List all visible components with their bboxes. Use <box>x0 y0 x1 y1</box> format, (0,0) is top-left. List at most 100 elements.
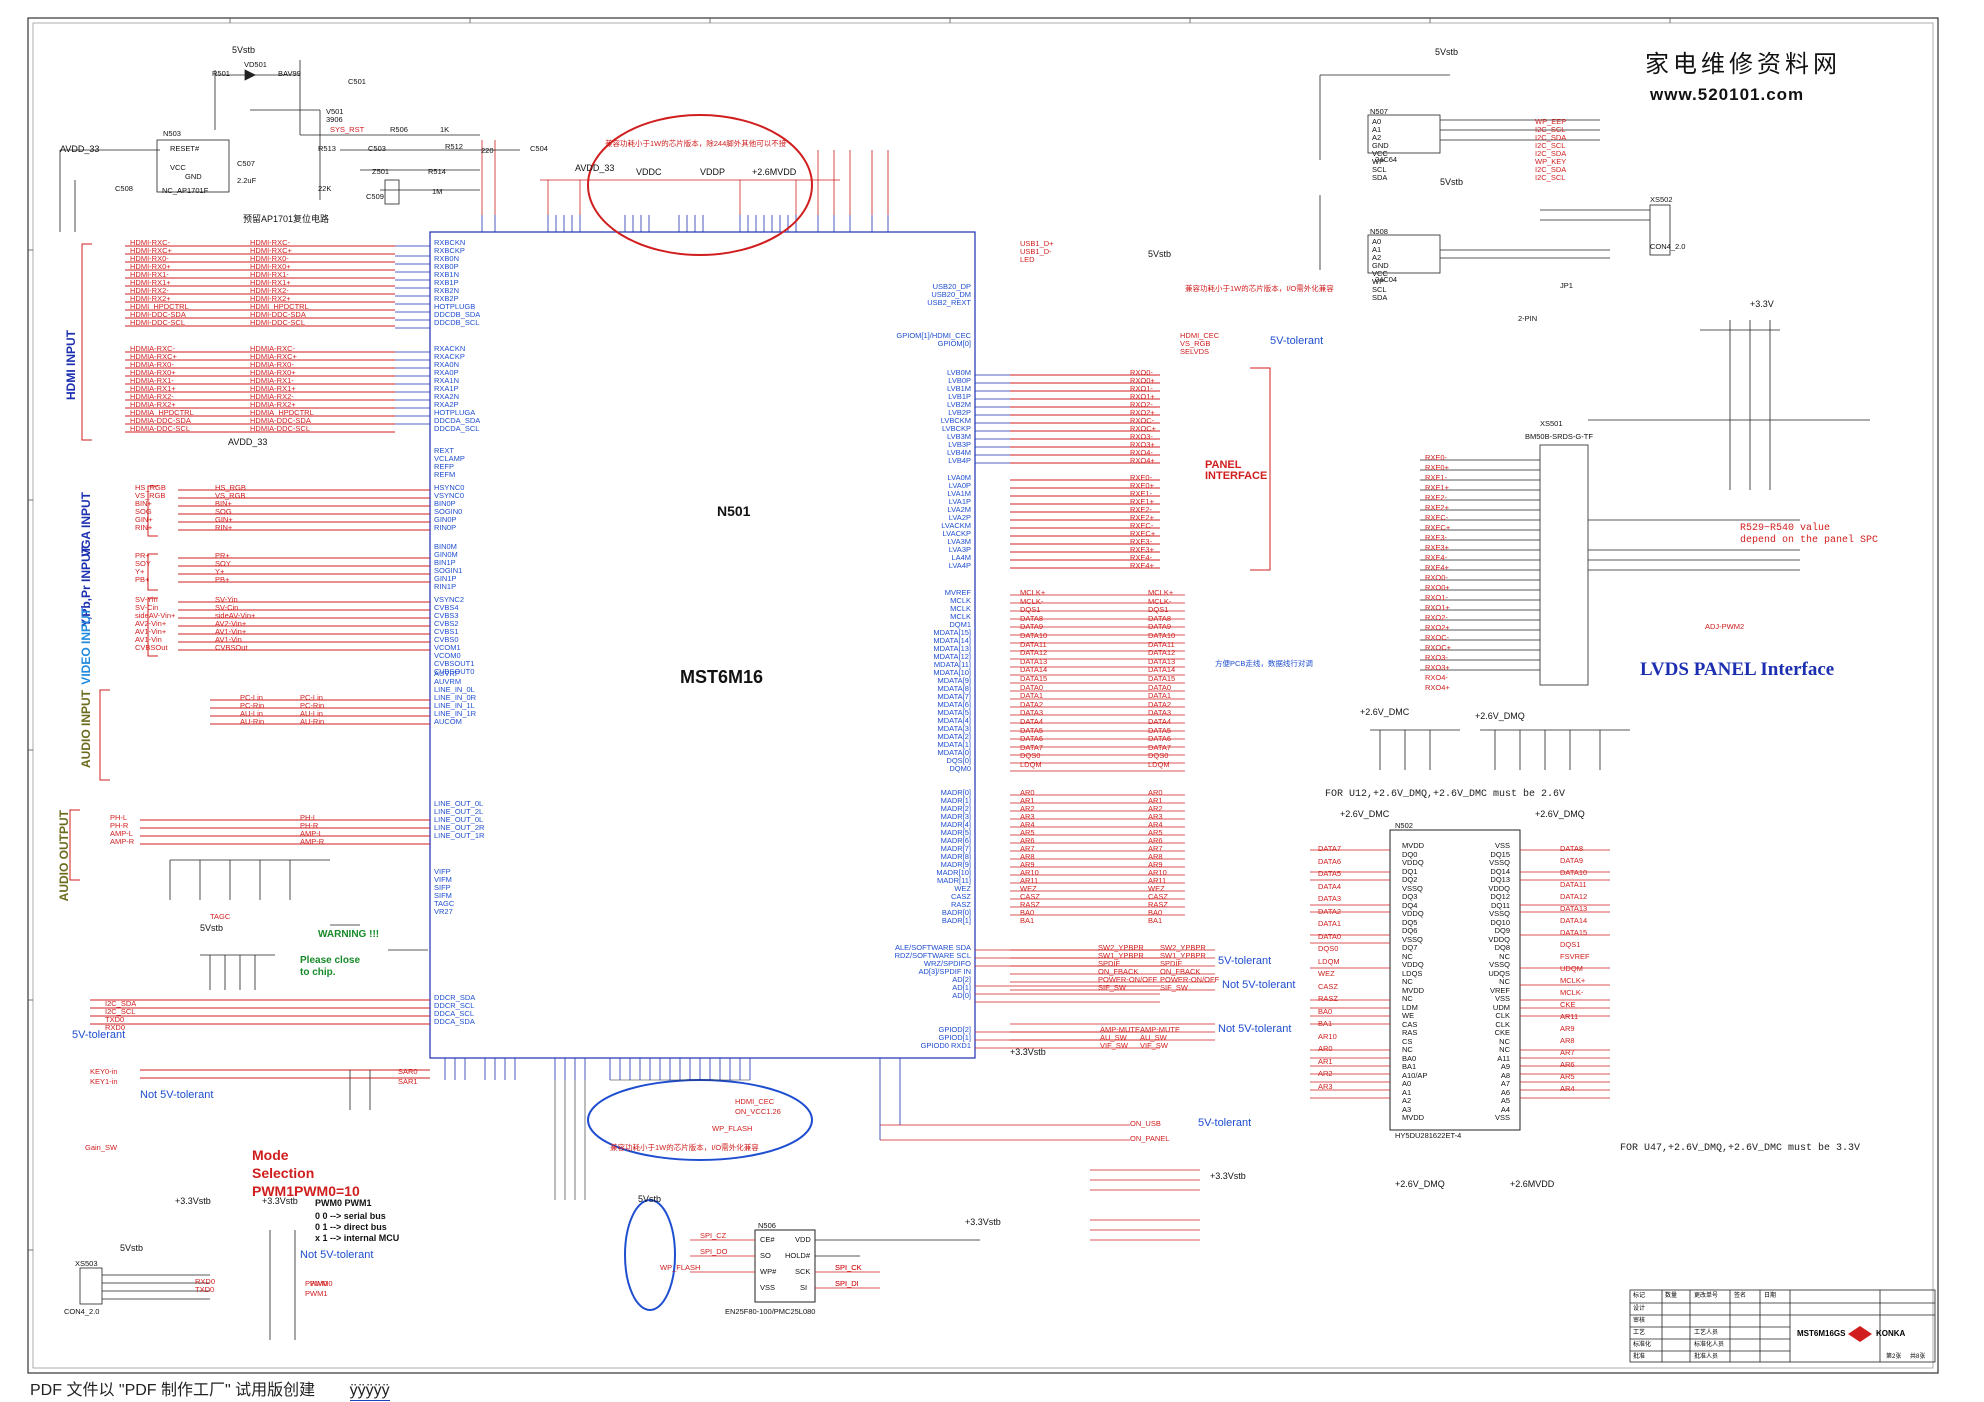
hdmi-b-net: HDMI-RX0- <box>130 254 169 263</box>
ddr-pin: NC <box>1499 1045 1510 1054</box>
chip-pin: RIN1P <box>434 582 457 591</box>
lvds-net: RXOC+ <box>1130 424 1157 433</box>
part-c503: C503 <box>368 144 386 153</box>
data-net-mirror: DATA7 <box>1148 742 1172 752</box>
chip-pin: MADR[5] <box>940 828 971 837</box>
hdmi-a-net-mirror: HDMIA-RX2+ <box>250 400 296 409</box>
ddr-pin: MVDD <box>1402 841 1425 850</box>
ddr-net: DATA8 <box>1560 844 1584 853</box>
data-net-mirror: DATA5 <box>1148 725 1172 735</box>
mode-row3: x 1 --> internal MCU <box>315 1233 400 1243</box>
ddr-pin: VSS <box>1494 1113 1510 1122</box>
video-net: AV2-Vin+ <box>135 619 167 628</box>
lvds-conn-net: RXO4- <box>1425 673 1448 682</box>
addr-net-mirror: AR2 <box>1148 804 1163 813</box>
chip-pin: LVB2P <box>948 408 971 417</box>
data-net-mirror: DATA12 <box>1148 648 1176 658</box>
ddr-net: BA0 <box>1318 1006 1333 1016</box>
data-net: DATA5 <box>1020 725 1044 735</box>
rail-3v3stb-2: +3.3Vstb <box>965 1217 1001 1227</box>
part-gnd-pin: GND <box>185 172 202 181</box>
chip-pin: LVA2M <box>947 505 971 514</box>
ddr-net: DATA14 <box>1560 916 1588 925</box>
ddr-pin: A7 <box>1500 1079 1510 1088</box>
gpio-net-mirror: SPDIF <box>1160 959 1183 968</box>
addr-net: AR3 <box>1020 812 1035 821</box>
ddr-pin: CLK <box>1495 1019 1510 1029</box>
ddr-pin: BA1 <box>1402 1062 1417 1071</box>
ddr-net: AR10 <box>1318 1031 1337 1041</box>
chip-pin: LINE_IN_1R <box>434 709 477 718</box>
chip-pin: MDATA[12] <box>933 652 971 661</box>
part-hy5du: HY5DU281622ET-4 <box>1395 1131 1462 1140</box>
chip-pin: MADR[11] <box>936 876 971 885</box>
addr-net-mirror: AR4 <box>1148 820 1163 829</box>
chip-pin: REFP <box>434 462 455 471</box>
lvds-net: RXE3- <box>1130 537 1153 546</box>
chip-pin: DDCR_SCL <box>434 1001 475 1010</box>
audio-in-net: PC-Rin <box>240 701 265 710</box>
eeprom-pin: SCL <box>1372 165 1387 174</box>
hdmi-b-net: HDMI-DDC-SDA <box>130 310 186 319</box>
chip-pin: GPIOD[1] <box>938 1033 971 1042</box>
data-net: DATA7 <box>1020 742 1044 752</box>
ddr-pin: NC <box>1499 1036 1510 1046</box>
ddr-net: AR9 <box>1560 1024 1575 1033</box>
hdmi-a-net: HDMIA-RX1- <box>130 376 174 385</box>
hdmi-a-net-mirror: HDMIA-RXC- <box>250 344 295 353</box>
chip-pin: LVB0P <box>948 376 971 385</box>
eeprom-pin: GND <box>1372 261 1389 270</box>
ddr-pin: DQ3 <box>1402 892 1418 901</box>
chip-pin: VIFP <box>434 867 451 876</box>
data-net: MCLK- <box>1020 596 1044 606</box>
chip-pin: LVA1P <box>948 497 971 506</box>
tb-h3: 更改单号 <box>1694 1293 1719 1299</box>
video-net-mirror: SV-Yin <box>215 595 238 604</box>
chip-pin: RXA2P <box>434 400 459 409</box>
lvds-conn-net: RXO3- <box>1425 653 1448 662</box>
addr-net-mirror: AR1 <box>1148 796 1163 805</box>
rail-avdd33-3: AVDD_33 <box>575 163 615 173</box>
ddr-net: DATA1 <box>1318 919 1342 928</box>
chip-pin: GPIOD0 RXD1 <box>920 1041 971 1050</box>
ddr-net: CASZ <box>1318 981 1339 991</box>
bottom-net: SAR0 <box>398 1067 418 1076</box>
ddr-net: DQS0 <box>1318 944 1339 953</box>
ddr-pin: VDDQ <box>1402 960 1424 969</box>
gpio-net: POWER-ON/OFF <box>1098 975 1158 984</box>
ddr-pin: DQ14 <box>1490 866 1510 876</box>
chip-pin: LVB1P <box>948 392 971 401</box>
hdmi-a-net-mirror: HDMIA-RXC+ <box>250 352 297 361</box>
lvds-net: RXO3- <box>1130 432 1153 441</box>
bottom-net: ON_VCC1.26 <box>735 1107 781 1116</box>
eeprom-net: I2C_SDA <box>1535 149 1567 158</box>
part-en25f80: EN25F80-100/PMC25L080 <box>725 1307 816 1316</box>
chip-pin: HOTPLUGA <box>434 408 476 417</box>
chip-pin: MDATA[2] <box>937 732 971 741</box>
data-net: LDQM <box>1020 760 1042 769</box>
lvds-conn-net: RXE1- <box>1425 473 1448 482</box>
hdmi-a-net: HDMIA_HPDCTRL <box>130 408 194 417</box>
vga-net: SOG <box>135 507 152 516</box>
ddr-pin: NC <box>1402 977 1413 986</box>
net-spi-di: SPI_DI <box>835 1279 859 1288</box>
chip-pin: LVB4M <box>946 448 971 457</box>
chip-pin: HOTPLUGB <box>434 302 476 311</box>
part-1m: 1M <box>432 187 443 196</box>
vga-net: VS_RGB <box>135 491 166 500</box>
chip-pin: RXA0N <box>434 360 460 369</box>
gpio-net: SW1_YPBPR <box>1098 951 1144 960</box>
note-power: 兼容功耗小于1W的芯片版本，I/O需外化兼容 <box>1185 284 1334 293</box>
addr-net: AR8 <box>1020 852 1035 861</box>
chip-pin: GIN0P <box>434 515 457 524</box>
eeprom-pin: A0 <box>1372 237 1382 246</box>
chip-pin: GPIOM[0] <box>937 339 971 348</box>
video-net: CVBSOut <box>135 643 168 652</box>
lvds-net: RXO0- <box>1130 368 1153 377</box>
addr-net-mirror: AR8 <box>1148 852 1163 861</box>
ddr-pin: DQ11 <box>1490 900 1510 910</box>
bottom-net: KEY1-in <box>90 1077 118 1086</box>
data-net-mirror: DATA4 <box>1148 717 1172 726</box>
footer-link[interactable]: ÿÿÿÿÿ <box>349 1382 390 1401</box>
